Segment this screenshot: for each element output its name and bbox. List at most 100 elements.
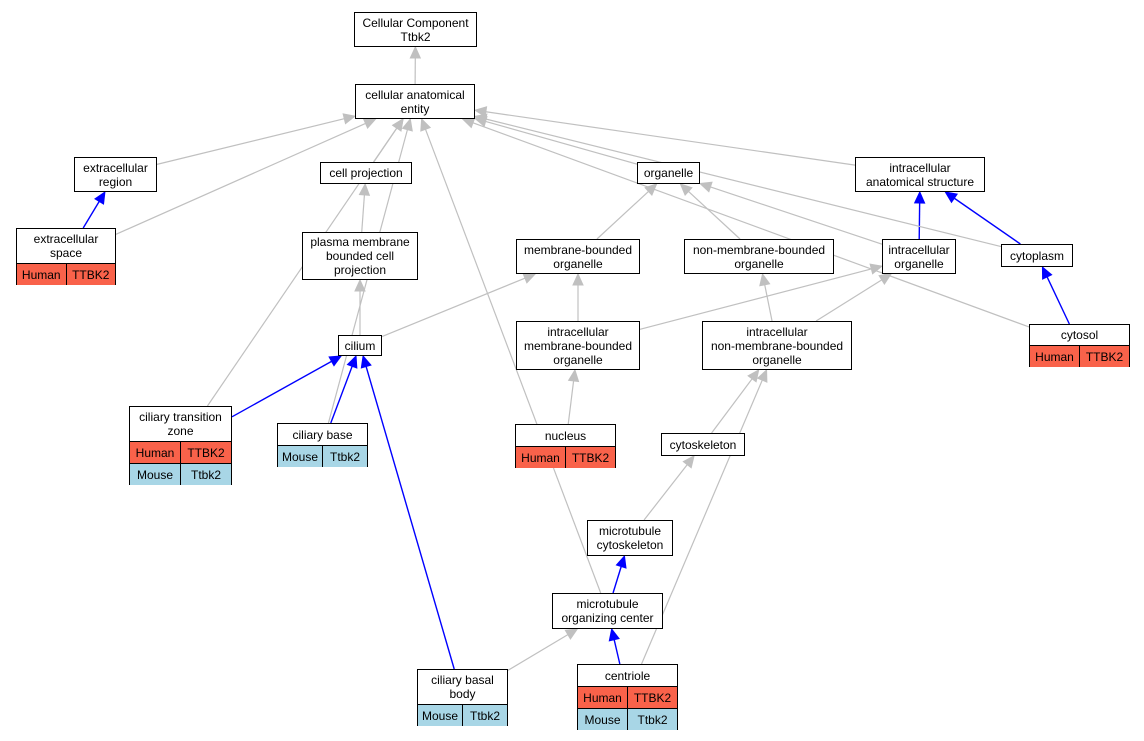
- node-csk[interactable]: cytoskeleton: [661, 433, 745, 456]
- node-label: ciliary basal body: [431, 673, 494, 701]
- edge-is_a-cytosol-to-cae: [472, 122, 1030, 328]
- arrowhead-nmbo-to-org: [679, 183, 693, 197]
- node-label: non-membrane-bounded organelle: [692, 242, 826, 271]
- gene-cell: Ttbk2: [322, 446, 367, 467]
- species-cell: Mouse: [421, 708, 459, 723]
- arrowhead-mtoc-to-mtc: [615, 554, 627, 569]
- arrowhead-cb-to-cil: [346, 354, 358, 369]
- node-label: cytoskeleton: [669, 437, 737, 452]
- edge-is_a-exreg-to-cae: [156, 118, 345, 165]
- arrowhead-cyto-to-ias: [944, 191, 959, 204]
- arrowhead-cent-to-inmbo: [756, 368, 768, 383]
- edge-is_a-nmbo-to-org: [688, 191, 741, 240]
- gene-cell: TTBK2: [565, 447, 615, 468]
- edge-is_a-ias-to-cae: [485, 111, 856, 166]
- node-ias[interactable]: intracellular anatomical structure: [855, 157, 985, 192]
- edge-is_a-cyto-to-cae: [485, 118, 1002, 248]
- node-label: intracellular non-membrane-bounded organ…: [710, 324, 844, 367]
- node-cproj[interactable]: cell projection: [320, 162, 412, 184]
- gene-cell: TTBK2: [1079, 346, 1129, 367]
- node-label: extracellular region: [83, 160, 148, 189]
- arrowhead-ctz-to-cil: [328, 355, 343, 367]
- arrowhead-cent-to-mtoc: [608, 627, 620, 642]
- edge-is_a-csk-to-inmbo: [711, 378, 753, 434]
- gene-cell: TTBK2: [627, 687, 677, 708]
- arrowhead-cb-to-cae: [401, 117, 413, 132]
- gene-cell: Ttbk2: [627, 709, 677, 730]
- arrowhead-exsp-to-cae: [362, 118, 377, 129]
- arrowhead-cae-to-root: [409, 45, 422, 59]
- edge-is_a-cil-to-mbo: [381, 277, 526, 338]
- arrowhead-exsp-to-exreg: [94, 190, 106, 205]
- node-mtc[interactable]: microtubule cytoskeleton: [587, 520, 673, 556]
- node-label: microtubule cytoskeleton: [596, 524, 664, 552]
- human-annotation-row: Human TTBK2: [1030, 345, 1129, 367]
- node-cyto[interactable]: cytoplasm: [1001, 244, 1073, 267]
- edge-is_a-cbb-to-mtoc: [507, 634, 569, 671]
- node-label: microtubule organizing center: [561, 597, 654, 625]
- node-label: plasma membrane bounded cell projection: [310, 235, 410, 277]
- node-cil[interactable]: cilium: [338, 335, 382, 356]
- node-label: ciliary transition zone: [139, 410, 222, 438]
- arrowhead-cytosol-to-cae: [461, 117, 476, 129]
- node-pmbcp[interactable]: plasma membrane bounded cell projection: [302, 232, 418, 280]
- arrowhead-cytosol-to-cyto: [1041, 265, 1053, 280]
- node-org[interactable]: organelle: [637, 162, 700, 184]
- node-cae[interactable]: cellular anatomical entity: [355, 84, 475, 119]
- edge-is_a-io-to-org: [710, 186, 883, 245]
- arrowhead-cbb-to-cil: [360, 354, 372, 369]
- node-io[interactable]: intracellular organelle: [882, 239, 956, 274]
- edge-is_a-org-to-cae: [485, 120, 638, 165]
- gene-cell: TTBK2: [180, 442, 231, 463]
- node-label: cell projection: [329, 166, 403, 180]
- node-label: extracellular space: [33, 232, 99, 260]
- edge-is_a-inmbo-to-nmbo: [764, 284, 773, 322]
- node-mbo[interactable]: membrane-bounded organelle: [516, 239, 640, 274]
- node-label: cellular anatomical entity: [365, 87, 465, 116]
- node-label: cytosol: [1060, 328, 1099, 342]
- node-imbo[interactable]: intracellular membrane-bounded organelle: [516, 321, 640, 370]
- node-label: centriole: [604, 668, 651, 683]
- arrowhead-mtc-to-csk: [682, 455, 695, 469]
- node-root[interactable]: Cellular Component Ttbk2: [354, 12, 477, 47]
- node-nmbo[interactable]: non-membrane-bounded organelle: [684, 239, 834, 274]
- gene-cell: Ttbk2: [180, 464, 231, 485]
- node-inmbo[interactable]: intracellular non-membrane-bounded organ…: [702, 321, 852, 370]
- arrowhead-inmbo-to-io: [878, 273, 893, 286]
- node-label: ciliary base: [292, 427, 353, 442]
- edge-part_of-cb-to-cil: [330, 366, 353, 424]
- edge-is_a-pmbcp-to-cproj: [361, 194, 366, 233]
- node-mtoc[interactable]: microtubule organizing center: [552, 593, 663, 629]
- arrowhead-mtoc-to-cae: [420, 117, 432, 132]
- arrowhead-pmbcp-to-cproj: [358, 182, 371, 196]
- arrowhead-nuc-to-imbo: [567, 368, 580, 383]
- gene-cell: Ttbk2: [462, 705, 507, 726]
- arrowhead-ctz-to-cae: [391, 118, 404, 132]
- edge-part_of-exsp-to-exreg: [82, 201, 100, 229]
- edge-part_of-mtoc-to-mtc: [612, 566, 622, 594]
- edge-is_a-mtoc-to-cae: [424, 129, 602, 594]
- species-cell: Human: [1035, 349, 1074, 364]
- arrowhead-cyto-to-cae: [473, 113, 488, 125]
- node-exreg[interactable]: extracellular region: [74, 157, 157, 192]
- edge-part_of-cytosol-to-cyto: [1046, 276, 1070, 325]
- edge-part_of-cbb-to-cil: [365, 366, 455, 670]
- arrowhead-cil-to-pmbcp: [354, 278, 366, 292]
- node-label: cilium: [344, 338, 376, 353]
